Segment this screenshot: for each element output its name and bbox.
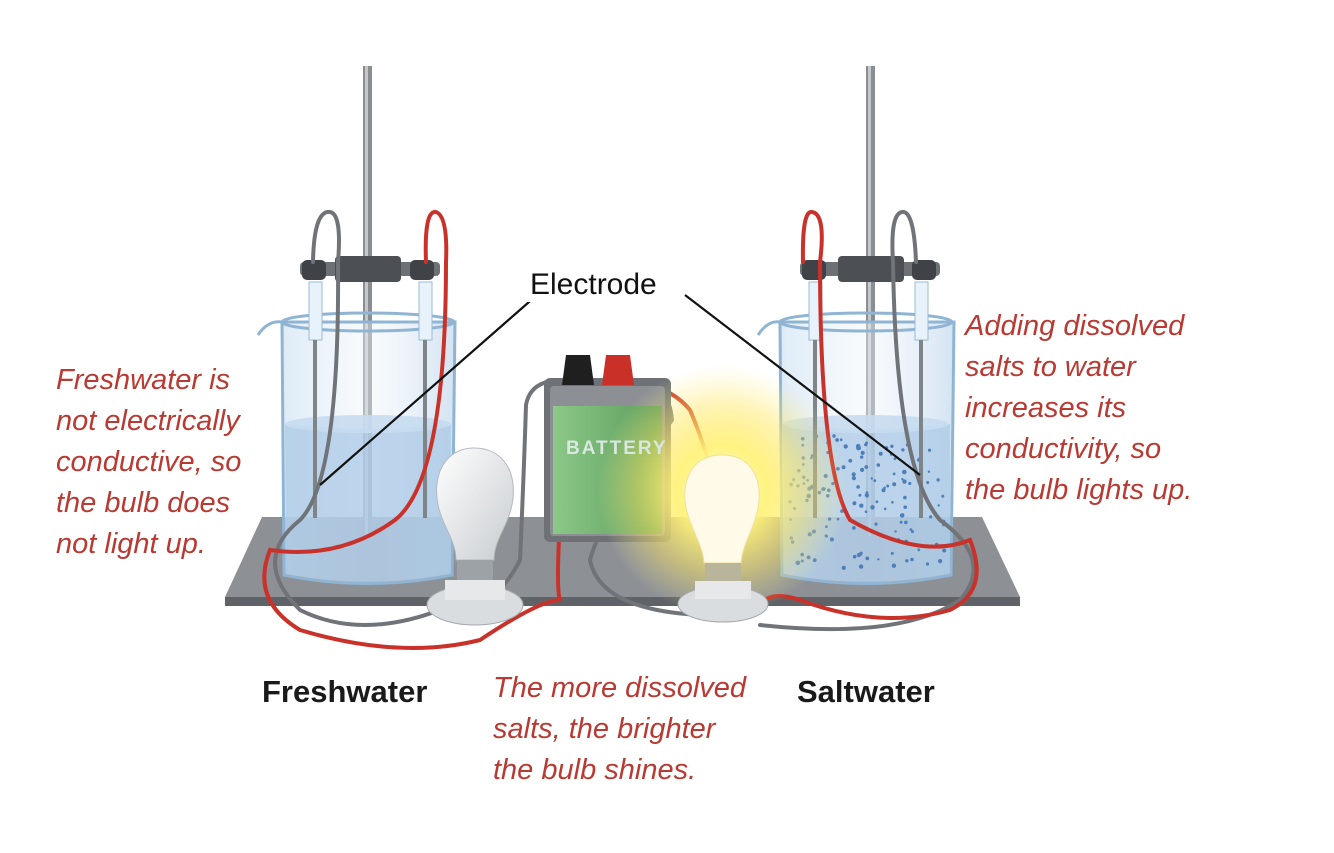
salt-particle bbox=[903, 496, 907, 500]
salt-particle bbox=[910, 528, 913, 531]
saltwater-label: Saltwater bbox=[797, 674, 935, 710]
salt-particle bbox=[879, 452, 883, 456]
salt-particle bbox=[928, 471, 930, 473]
salt-particle bbox=[870, 505, 874, 509]
salt-particle bbox=[866, 491, 869, 494]
salt-particle bbox=[904, 521, 908, 525]
salt-particle bbox=[873, 479, 876, 482]
salt-particle bbox=[848, 459, 852, 463]
salt-particle bbox=[860, 455, 863, 458]
salt-particle bbox=[856, 485, 860, 489]
salt-particle bbox=[901, 448, 904, 451]
salt-particle bbox=[840, 438, 843, 441]
salt-particle bbox=[894, 530, 896, 532]
salt-particle bbox=[938, 559, 942, 563]
salt-particle bbox=[876, 500, 879, 503]
salt-particle bbox=[908, 482, 911, 485]
salt-particle bbox=[900, 521, 903, 524]
salt-particle bbox=[900, 513, 905, 518]
salt-particle bbox=[844, 444, 848, 448]
salt-particle bbox=[892, 482, 896, 486]
salt-particle bbox=[861, 451, 865, 455]
salt-particle bbox=[859, 504, 863, 508]
salt-particle bbox=[929, 515, 932, 518]
salt-particle bbox=[893, 473, 896, 476]
salt-particle bbox=[942, 549, 946, 553]
salt-particle bbox=[860, 552, 863, 555]
freshwater-label: Freshwater bbox=[262, 674, 427, 710]
salt-particle bbox=[892, 564, 896, 568]
salt-particle bbox=[871, 477, 873, 479]
saltwater-note: Adding dissolved salts to water increase… bbox=[965, 306, 1192, 511]
salt-particle bbox=[941, 495, 944, 498]
salt-particle bbox=[917, 548, 920, 551]
electrode-label: Electrode bbox=[527, 268, 660, 302]
salt-particle bbox=[856, 444, 861, 449]
salt-particle bbox=[910, 558, 914, 562]
salt-particle bbox=[891, 501, 894, 504]
salt-particle bbox=[877, 558, 879, 560]
salt-particle bbox=[864, 443, 867, 446]
salt-particle bbox=[842, 566, 846, 570]
salt-particle bbox=[936, 478, 939, 481]
salt-particle bbox=[891, 552, 894, 555]
salt-particle bbox=[901, 478, 903, 480]
salt-particle bbox=[852, 472, 856, 476]
salt-particle bbox=[859, 564, 863, 568]
salt-particle bbox=[902, 470, 907, 475]
clamp-left bbox=[300, 256, 440, 282]
salt-particle bbox=[865, 494, 869, 498]
salt-particle bbox=[852, 476, 856, 480]
salt-particle bbox=[938, 504, 940, 506]
salt-particle bbox=[865, 557, 869, 561]
salt-particle bbox=[858, 494, 861, 497]
salt-particle bbox=[903, 505, 907, 509]
freshwater-note: Freshwater is not electrically conductiv… bbox=[56, 360, 241, 565]
salt-particle bbox=[926, 481, 929, 484]
salt-particle bbox=[852, 501, 856, 505]
salt-particle bbox=[874, 523, 877, 526]
salt-particle bbox=[865, 510, 868, 513]
salt-particle bbox=[864, 465, 868, 469]
salt-particle bbox=[928, 449, 931, 452]
salt-particle bbox=[886, 485, 889, 488]
salt-particle bbox=[884, 508, 887, 511]
salt-particle bbox=[860, 468, 864, 472]
salt-particle bbox=[883, 487, 886, 490]
bottom-note: The more dissolved salts, the brighter t… bbox=[493, 668, 746, 791]
salt-particle bbox=[852, 526, 856, 530]
salt-particle bbox=[853, 555, 857, 559]
salt-particle bbox=[926, 562, 929, 565]
salt-particle bbox=[905, 559, 908, 562]
salt-particle bbox=[890, 445, 893, 448]
battery-label: BATTERY bbox=[566, 438, 668, 460]
salt-particle bbox=[857, 553, 861, 557]
salt-particle bbox=[877, 463, 881, 467]
